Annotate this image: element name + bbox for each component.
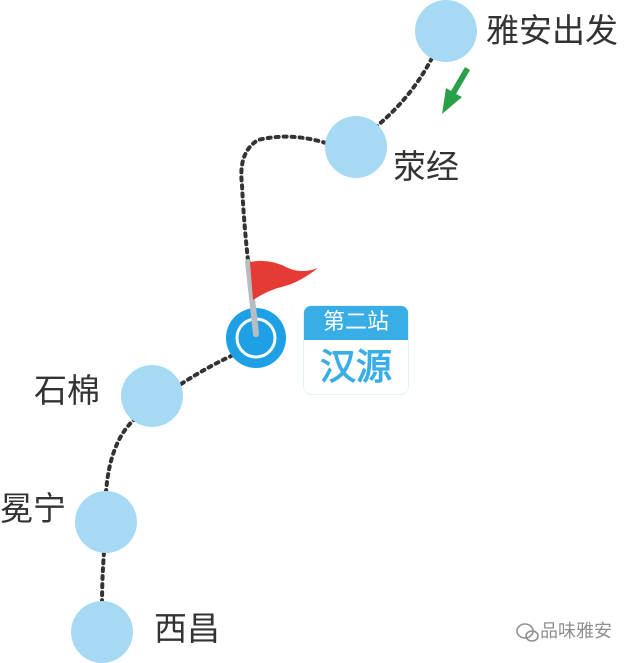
station-node-icon[interactable]	[415, 0, 477, 62]
station-label-yaan: 雅安出发	[486, 11, 618, 50]
red-flag-icon	[245, 259, 318, 337]
watermark-text: 品味雅安	[512, 620, 612, 644]
station-label-shimian: 石棉	[34, 371, 100, 410]
current-stop-name: 汉源	[319, 347, 392, 388]
stop-order-label: 第二站	[304, 306, 408, 340]
current-stop-badge[interactable]: 第二站 汉源	[304, 306, 408, 394]
station-node-icon[interactable]	[71, 601, 133, 663]
direction-arrow-icon	[442, 67, 470, 114]
station-label-xichang: 西昌	[154, 609, 220, 648]
station-label-yingjing: 荥经	[393, 147, 459, 186]
station-node-icon[interactable]	[325, 116, 387, 178]
station-node-icon[interactable]	[121, 365, 183, 427]
station-node-icon[interactable]	[75, 491, 137, 553]
station-label-mianning: 冕宁	[0, 489, 66, 528]
wechat-logo-icon	[516, 623, 539, 642]
watermark-label: 品味雅安	[540, 621, 612, 642]
